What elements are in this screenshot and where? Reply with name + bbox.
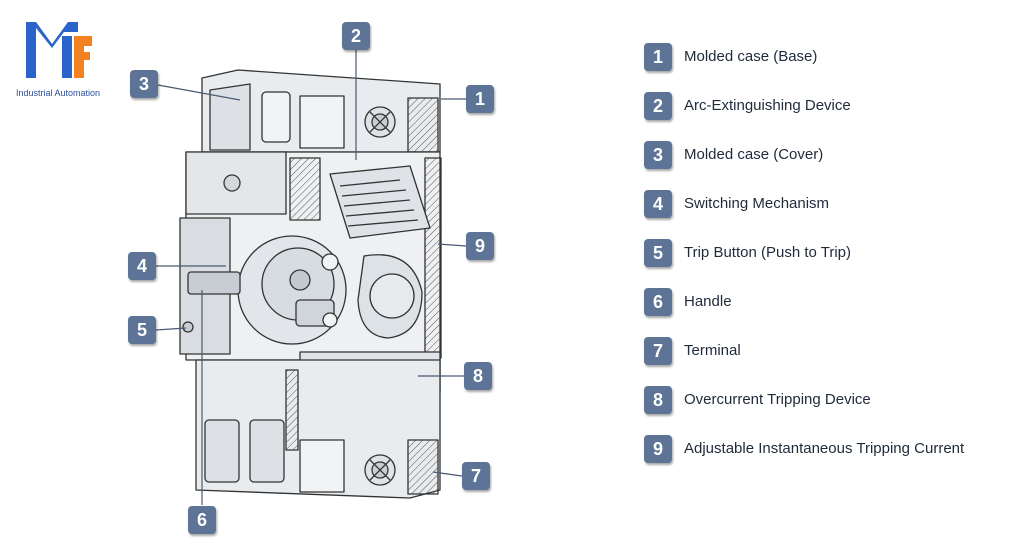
leader-line-9 — [437, 243, 467, 247]
legend-badge: 8 — [644, 386, 672, 414]
legend-item: 1 Molded case (Base) — [644, 43, 1014, 92]
brand-logo: Industrial Automation — [12, 18, 102, 103]
legend-label: Molded case (Cover) — [684, 146, 824, 163]
legend-item: 8 Overcurrent Tripping Device — [644, 386, 1014, 435]
legend-badge: 5 — [644, 239, 672, 267]
callout-badge-1: 1 — [466, 85, 494, 113]
legend-label: Handle — [684, 293, 732, 310]
legend-item: 4 Switching Mechanism — [644, 190, 1014, 239]
breaker-cutaway-illustration — [155, 50, 467, 505]
legend-badge: 7 — [644, 337, 672, 365]
leader-line-7 — [432, 471, 463, 477]
legend-label: Adjustable Instantaneous Tripping Curren… — [684, 440, 965, 457]
legend-badge: 1 — [644, 43, 672, 71]
legend-badge: 4 — [644, 190, 672, 218]
legend: 1 Molded case (Base) 2 Arc-Extinguishing… — [644, 43, 1014, 484]
leader-line-5 — [155, 327, 187, 331]
legend-item: 5 Trip Button (Push to Trip) — [644, 239, 1014, 288]
callout-badge-2: 2 — [342, 22, 370, 50]
legend-badge: 2 — [644, 92, 672, 120]
legend-badge: 6 — [644, 288, 672, 316]
legend-label: Switching Mechanism — [684, 195, 830, 212]
callout-badge-7: 7 — [462, 462, 490, 490]
legend-item: 6 Handle — [644, 288, 1014, 337]
legend-item: 2 Arc-Extinguishing Device — [644, 92, 1014, 141]
legend-label: Overcurrent Tripping Device — [684, 391, 871, 408]
brand-caption: Industrial Automation — [15, 88, 101, 98]
legend-item: 9 Adjustable Instantaneous Tripping Curr… — [644, 435, 1014, 484]
legend-item: 3 Molded case (Cover) — [644, 141, 1014, 190]
legend-label: Terminal — [684, 342, 741, 359]
callout-badge-6: 6 — [188, 506, 216, 534]
legend-badge: 9 — [644, 435, 672, 463]
legend-label: Arc-Extinguishing Device — [684, 97, 851, 114]
legend-label: Trip Button (Push to Trip) — [684, 244, 852, 261]
legend-label: Molded case (Base) — [684, 48, 818, 65]
legend-item: 7 Terminal — [644, 337, 1014, 386]
callout-badge-3: 3 — [130, 70, 158, 98]
callout-badge-5: 5 — [128, 316, 156, 344]
legend-badge: 3 — [644, 141, 672, 169]
callout-badge-4: 4 — [128, 252, 156, 280]
leader-line-3 — [157, 84, 241, 101]
callout-badge-8: 8 — [464, 362, 492, 390]
callout-badge-9: 9 — [466, 232, 494, 260]
brand-mark-icon — [26, 22, 92, 78]
